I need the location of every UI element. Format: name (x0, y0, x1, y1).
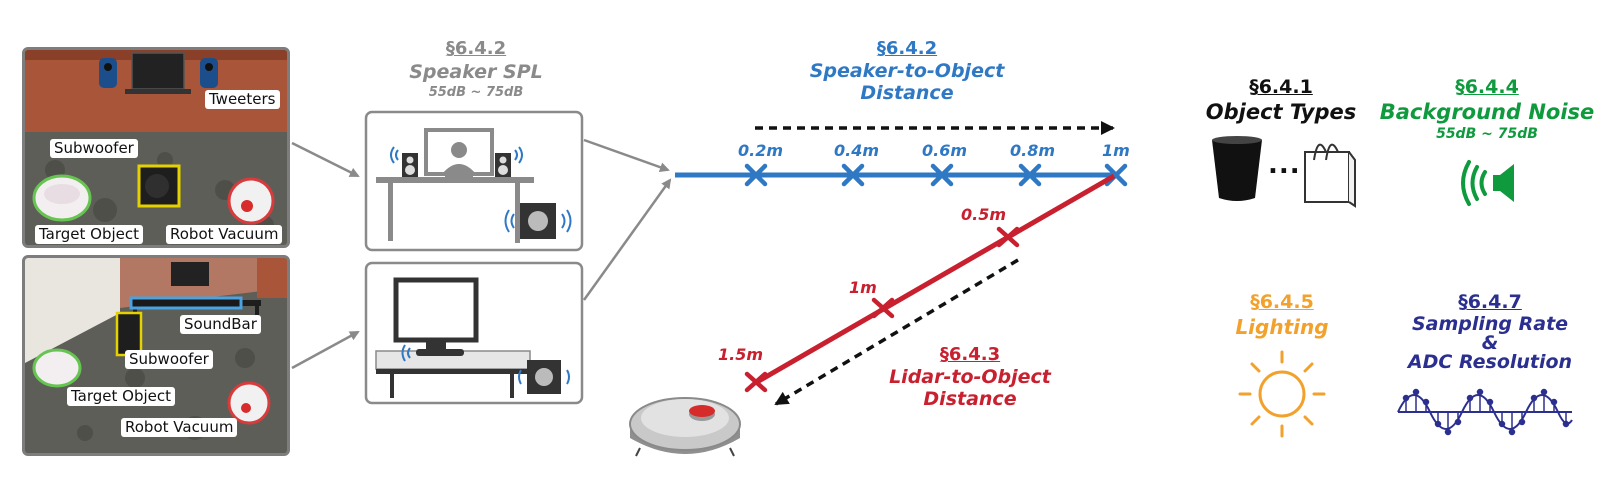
lighting-title: Lighting (1235, 315, 1329, 339)
label-tweeters: Tweeters (205, 90, 280, 109)
background-noise-range: 55dB ~ 75dB (1436, 126, 1538, 142)
background-noise-title: Background Noise (1379, 100, 1595, 124)
object-types-ellipsis: ... (1268, 150, 1301, 180)
lighting-header: §6.4.5 Lighting (1212, 291, 1352, 340)
spl-range: 55dB ~ 75dB (428, 85, 524, 100)
tick-label-0-8m: 0.8m (1010, 141, 1056, 160)
sampled-waveform-icon (1397, 388, 1573, 436)
spl-title: Speaker SPL (409, 61, 543, 83)
object-types-title: Object Types (1205, 100, 1357, 124)
sampling-section-link[interactable]: §6.4.7 (1458, 291, 1522, 313)
label-robot-vacuum-top: Robot Vacuum (166, 225, 283, 244)
label-robot-vacuum-bottom: Robot Vacuum (121, 418, 238, 437)
speaker-noise-icon (1461, 160, 1514, 206)
sampling-header: §6.4.7 Sampling Rate & ADC Resolution (1380, 291, 1600, 372)
sun-icon (1238, 350, 1326, 438)
speaker-distance-header: §6.4.2 Speaker-to-Object Distance (792, 38, 1022, 104)
lidar-distance-title-2: Distance (923, 388, 1017, 410)
speaker-distance-markers (744, 163, 1128, 187)
speaker-distance-section-link[interactable]: §6.4.2 (876, 38, 938, 59)
speaker-distance-title-1: Speaker-to-Object (809, 60, 1005, 82)
spl-header: §6.4.2 Speaker SPL 55dB ~ 75dB (386, 38, 566, 102)
desk-speaker-diagram (364, 110, 584, 252)
tick-label-lidar-0-5m: 0.5m (961, 205, 1007, 224)
lidar-distance-title-1: Lidar-to-Object (889, 366, 1051, 388)
lighting-section-link[interactable]: §6.4.5 (1250, 291, 1314, 313)
arrow-box1-to-distance (583, 138, 670, 173)
arrow-box2-to-distance (582, 178, 672, 301)
sampling-title-2: & (1481, 332, 1499, 354)
object-types-icons (1212, 136, 1356, 208)
arrow-photo2-to-box2 (291, 330, 360, 370)
arrow-photo1-to-box1 (291, 141, 360, 178)
tick-label-1m: 1m (1102, 141, 1130, 160)
tick-label-lidar-1-5m: 1.5m (718, 345, 764, 364)
lidar-distance-axis (755, 173, 1116, 385)
tick-label-lidar-1m: 1m (849, 278, 877, 297)
lidar-distance-section-link[interactable]: §6.4.3 (939, 344, 1001, 365)
tick-label-0-2m: 0.2m (738, 141, 784, 160)
lidar-distance-header: §6.4.3 Lidar-to-Object Distance (870, 344, 1070, 410)
label-soundbar: SoundBar (180, 315, 261, 334)
tv-speaker-diagram (364, 261, 584, 405)
tick-label-0-6m: 0.6m (922, 141, 968, 160)
sampling-title-1: Sampling Rate (1411, 313, 1569, 335)
object-types-section-link[interactable]: §6.4.1 (1249, 76, 1313, 98)
photo-tv-setup: SoundBar Subwoofer Target Object Robot V… (22, 255, 290, 456)
label-subwoofer-bottom: Subwoofer (125, 350, 213, 369)
label-target-object-bottom: Target Object (67, 387, 176, 406)
tick-label-0-4m: 0.4m (834, 141, 880, 160)
background-noise-header: §6.4.4 Background Noise 55dB ~ 75dB (1376, 76, 1598, 143)
photo-desk-setup: Tweeters Subwoofer Target Object Robot V… (22, 47, 290, 248)
background-noise-section-link[interactable]: §6.4.4 (1455, 76, 1519, 98)
label-subwoofer-top: Subwoofer (50, 139, 138, 158)
lidar-distance-markers (744, 226, 1020, 393)
robot-vacuum-icon (629, 397, 741, 457)
object-types-header: §6.4.1 Object Types (1196, 76, 1366, 125)
speaker-distance-title-2: Distance (860, 82, 954, 104)
spl-section-link[interactable]: §6.4.2 (445, 38, 507, 59)
lidar-distance-dotted-arrow (774, 258, 1019, 406)
label-target-object-top: Target Object (35, 225, 144, 244)
sampling-title-3: ADC Resolution (1407, 351, 1573, 373)
